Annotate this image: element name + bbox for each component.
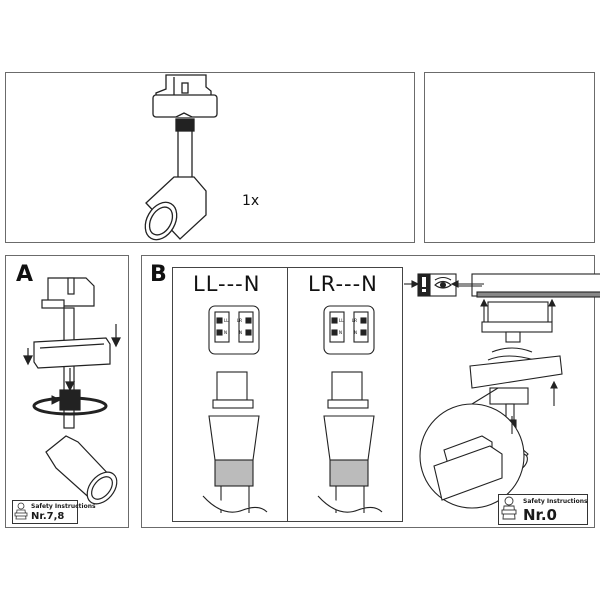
step-a-illustration (23, 277, 121, 505)
track-adapter-crosssection-icon: LL LR N N (202, 305, 268, 513)
contact-label: N (339, 330, 342, 335)
wiring-label-2: LR---N (308, 272, 378, 296)
contact-label: LL (224, 318, 229, 323)
step-b-letter: B (150, 262, 167, 287)
blank-panel (424, 72, 595, 243)
contact-label: LR (237, 318, 242, 323)
magnifier-detail-icon (419, 387, 525, 509)
safety-title: Safety Instructions (523, 498, 588, 505)
safety-number: Nr.0 (523, 506, 557, 524)
safety-number: Nr.7,8 (31, 511, 65, 522)
track-adapter-crosssection-icon: LL LR N N (317, 305, 383, 513)
contents-panel: 1x (5, 72, 415, 243)
wiring-label-1: LL---N (193, 272, 261, 296)
reading-person-icon (501, 496, 517, 520)
wiring-option-2: LR---N LL LR N N (287, 267, 403, 522)
safety-instructions-box-b: Safety Instructions Nr.0 (498, 494, 588, 525)
step-b-mounting-illustration (404, 273, 600, 509)
step-a-panel: A (5, 255, 129, 528)
spotlight-with-track-adapter-icon (144, 74, 218, 241)
quantity-label: 1x (242, 193, 260, 209)
step-a-letter: A (16, 262, 34, 287)
step-b-panel: B LL---N LL LR N N LR---N (141, 255, 600, 528)
contact-label: N (224, 330, 227, 335)
down-arrow-icon (23, 324, 121, 392)
safety-title: Safety Instructions (31, 503, 96, 510)
reading-person-icon (14, 502, 28, 520)
contact-label: LR (352, 318, 357, 323)
safety-instructions-box-a: Safety Instructions Nr.7,8 (12, 500, 96, 524)
up-arrow-icon (480, 298, 558, 406)
contact-label: N (239, 330, 242, 335)
contact-label: LL (339, 318, 344, 323)
rotate-arrow-icon (32, 395, 108, 416)
warning-exclamation-icon (417, 273, 431, 297)
contact-label: N (354, 330, 357, 335)
wiring-option-1: LL---N LL LR N N (172, 267, 288, 522)
eye-inspect-icon (429, 273, 457, 297)
